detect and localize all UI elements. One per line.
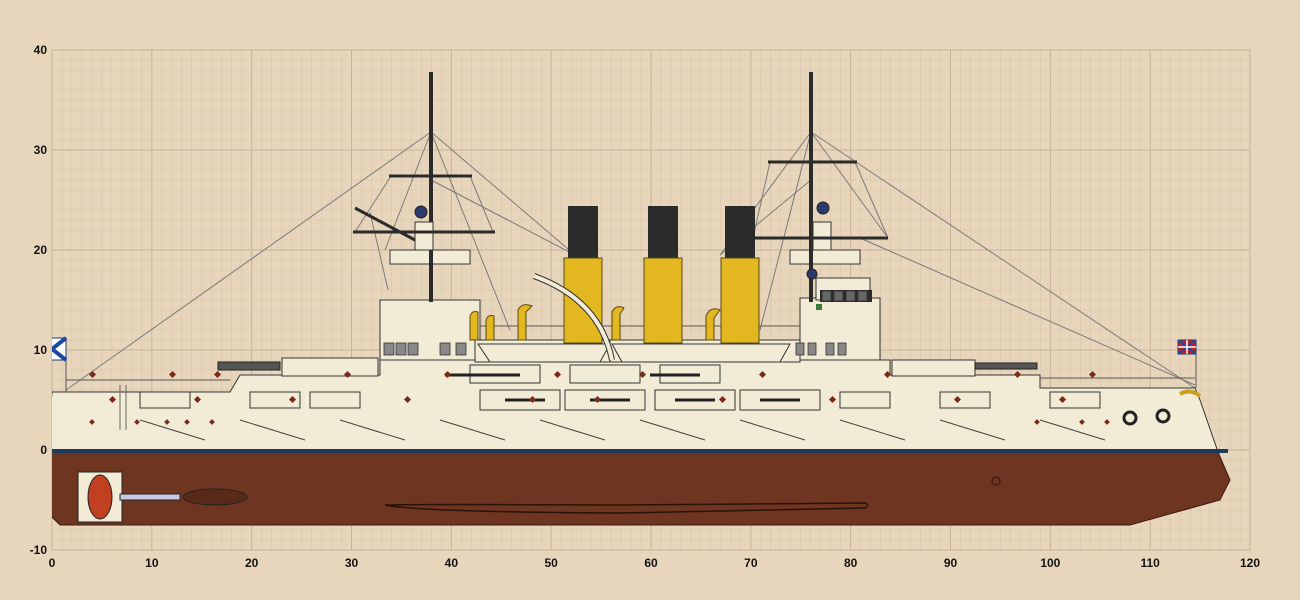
x-tick-label: 60 (644, 556, 658, 570)
funnel-3-body (720, 257, 760, 344)
y-tick-label: 40 (34, 43, 48, 57)
boats (477, 343, 791, 363)
ship (52, 72, 1231, 526)
porthole (1079, 419, 1085, 425)
porthole (553, 370, 562, 379)
funnels (563, 206, 760, 344)
x-tick-label: 20 (245, 556, 259, 570)
porthole (828, 395, 837, 404)
porthole (164, 419, 170, 425)
porthole (343, 370, 352, 379)
porthole (403, 395, 412, 404)
porthole (184, 419, 190, 425)
anchor-icon (1122, 408, 1171, 426)
x-tick-label: 10 (145, 556, 159, 570)
porthole (1034, 419, 1040, 425)
porthole (718, 395, 727, 404)
x-tick-label: 100 (1040, 556, 1060, 570)
porthole (108, 395, 117, 404)
aft-mast (353, 72, 495, 302)
st-andrew-ensign-icon (52, 336, 68, 392)
window (807, 342, 817, 356)
armor-slopes (139, 419, 1106, 441)
windows (88, 290, 1110, 425)
window (439, 342, 451, 356)
x-tick-label: 120 (1240, 556, 1260, 570)
x-tick-label: 0 (49, 556, 56, 570)
funnel-3 (725, 206, 755, 258)
window (383, 342, 395, 356)
accommodation-ladder (119, 385, 127, 430)
porthole (288, 395, 297, 404)
porthole (88, 370, 97, 379)
propeller (77, 471, 248, 523)
y-axis-ticks: 40 30 20 10 0 -10 (30, 43, 48, 557)
y-tick-label: 20 (34, 243, 48, 257)
window (845, 290, 856, 302)
x-tick-label: 40 (445, 556, 459, 570)
searchlight-icon (816, 201, 830, 215)
funnel-1 (568, 206, 598, 258)
porthole (443, 370, 452, 379)
porthole (134, 419, 140, 425)
window (395, 342, 407, 356)
bow-ornament (1178, 389, 1202, 398)
porthole (213, 370, 222, 379)
x-tick-label: 50 (544, 556, 558, 570)
window (821, 290, 832, 302)
y-tick-label: 0 (40, 443, 47, 457)
x-tick-label: 80 (844, 556, 858, 570)
porthole (953, 395, 962, 404)
fore-turret (891, 359, 1038, 377)
fore-mast (753, 72, 888, 302)
funnel-2 (648, 206, 678, 258)
porthole (1104, 419, 1110, 425)
window (833, 290, 844, 302)
x-tick-label: 90 (944, 556, 958, 570)
porthole (168, 370, 177, 379)
porthole (758, 370, 767, 379)
bilge-keel (384, 502, 869, 514)
jack-flag-icon (1177, 339, 1197, 388)
y-tick-label: -10 (30, 543, 48, 557)
window (455, 342, 467, 356)
porthole (1013, 370, 1022, 379)
searchlight-icon (414, 205, 428, 219)
porthole (193, 395, 202, 404)
window (407, 342, 419, 356)
casemate-guns (139, 364, 1101, 411)
hull-underwater (52, 451, 1231, 526)
x-tick-label: 70 (744, 556, 758, 570)
porthole (593, 395, 602, 404)
x-tick-label: 30 (345, 556, 359, 570)
porthole (883, 370, 892, 379)
window (795, 342, 805, 356)
porthole (209, 419, 215, 425)
x-axis-ticks: 0 10 20 30 40 50 60 70 80 90 100 110 120 (49, 556, 1261, 570)
y-tick-label: 30 (34, 143, 48, 157)
porthole (991, 476, 1001, 486)
window (857, 290, 868, 302)
x-tick-label: 110 (1140, 556, 1160, 570)
y-tick-label: 10 (34, 343, 48, 357)
funnel-1-body (563, 257, 603, 344)
ventilators (469, 304, 721, 341)
porthole (89, 419, 95, 425)
funnel-2-body (643, 257, 683, 344)
porthole (638, 370, 647, 379)
window (837, 342, 847, 356)
window (825, 342, 835, 356)
porthole (528, 395, 537, 404)
searchlight-icon (806, 268, 818, 280)
